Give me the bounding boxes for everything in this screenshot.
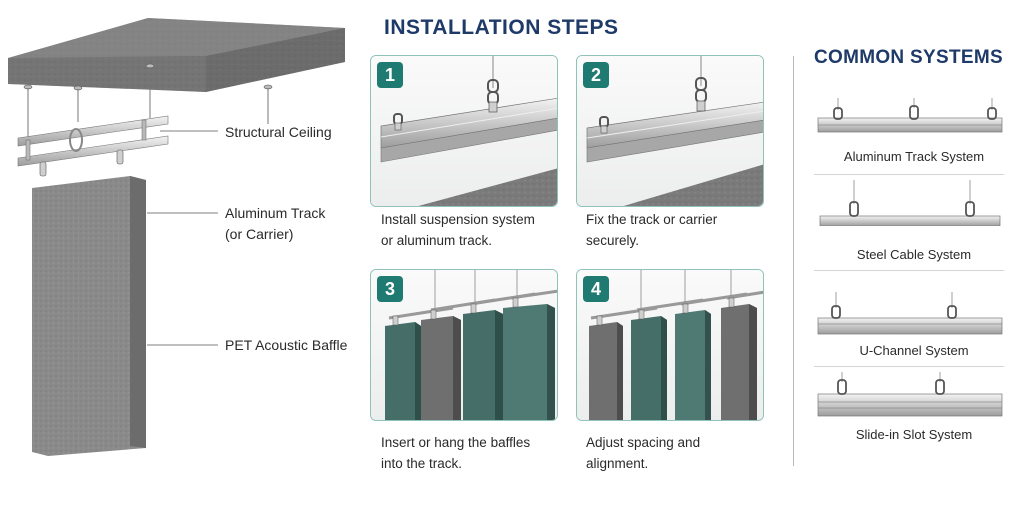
step-badge-4: 4 xyxy=(583,276,609,302)
step-4-caption-line1: Adjust spacing and xyxy=(586,435,701,450)
aluminum-track-upper xyxy=(17,115,169,147)
aluminum-track-lower xyxy=(17,135,169,167)
step-badge-1: 1 xyxy=(377,62,403,88)
slide-in-slot-system-illustration xyxy=(817,372,1003,417)
baffle-assembly-illustration xyxy=(8,18,345,456)
step-3-caption-line1: Insert or hang the baffles xyxy=(381,435,531,450)
systems-separator xyxy=(814,270,1004,271)
u-channel-system-illustration xyxy=(817,292,1003,335)
pet-acoustic-baffle xyxy=(32,176,146,456)
step-card-1: 1 xyxy=(370,55,558,207)
step-2-caption-line2: securely. xyxy=(586,233,640,248)
systems-separator xyxy=(814,174,1004,175)
system-label-u-channel: U-Channel System xyxy=(859,343,969,358)
installation-steps-title: INSTALLATION STEPS xyxy=(384,16,619,39)
step-card-4: 4 xyxy=(576,269,764,421)
callout-aluminum-track-sub: (or Carrier) xyxy=(225,226,294,242)
steel-cable-system-illustration xyxy=(819,180,1001,226)
step-1-caption-line1: Install suspension system xyxy=(381,212,535,227)
step-4-caption-line2: alignment. xyxy=(586,456,649,471)
system-label-steel-cable: Steel Cable System xyxy=(856,247,972,262)
aluminum-track-system-illustration xyxy=(817,98,1003,133)
section-divider xyxy=(793,56,794,466)
callout-structural-ceiling: Structural Ceiling xyxy=(225,124,332,140)
callout-pet-baffle: PET Acoustic Baffle xyxy=(225,337,348,353)
step-2-illustration xyxy=(577,56,763,206)
step-badge-2: 2 xyxy=(583,62,609,88)
systems-separator xyxy=(814,366,1004,367)
step-1-caption-line2: or aluminum track. xyxy=(381,233,493,248)
step-badge-3: 3 xyxy=(377,276,403,302)
baffle-assembly-diagram: Structural Ceiling Aluminum Track (or Ca… xyxy=(0,0,350,512)
step-card-3: 3 xyxy=(370,269,558,421)
step-card-2: 2 xyxy=(576,55,764,207)
system-label-aluminum-track: Aluminum Track System xyxy=(843,149,985,164)
step-2-caption-line1: Fix the track or carrier xyxy=(586,212,718,227)
system-label-slide-in-slot: Slide-in Slot System xyxy=(855,427,973,442)
callout-aluminum-track: Aluminum Track xyxy=(225,205,326,221)
step-3-caption-line2: into the track. xyxy=(381,456,463,471)
common-systems-title: COMMON SYSTEMS xyxy=(814,47,1003,68)
step-4-illustration xyxy=(577,270,763,420)
